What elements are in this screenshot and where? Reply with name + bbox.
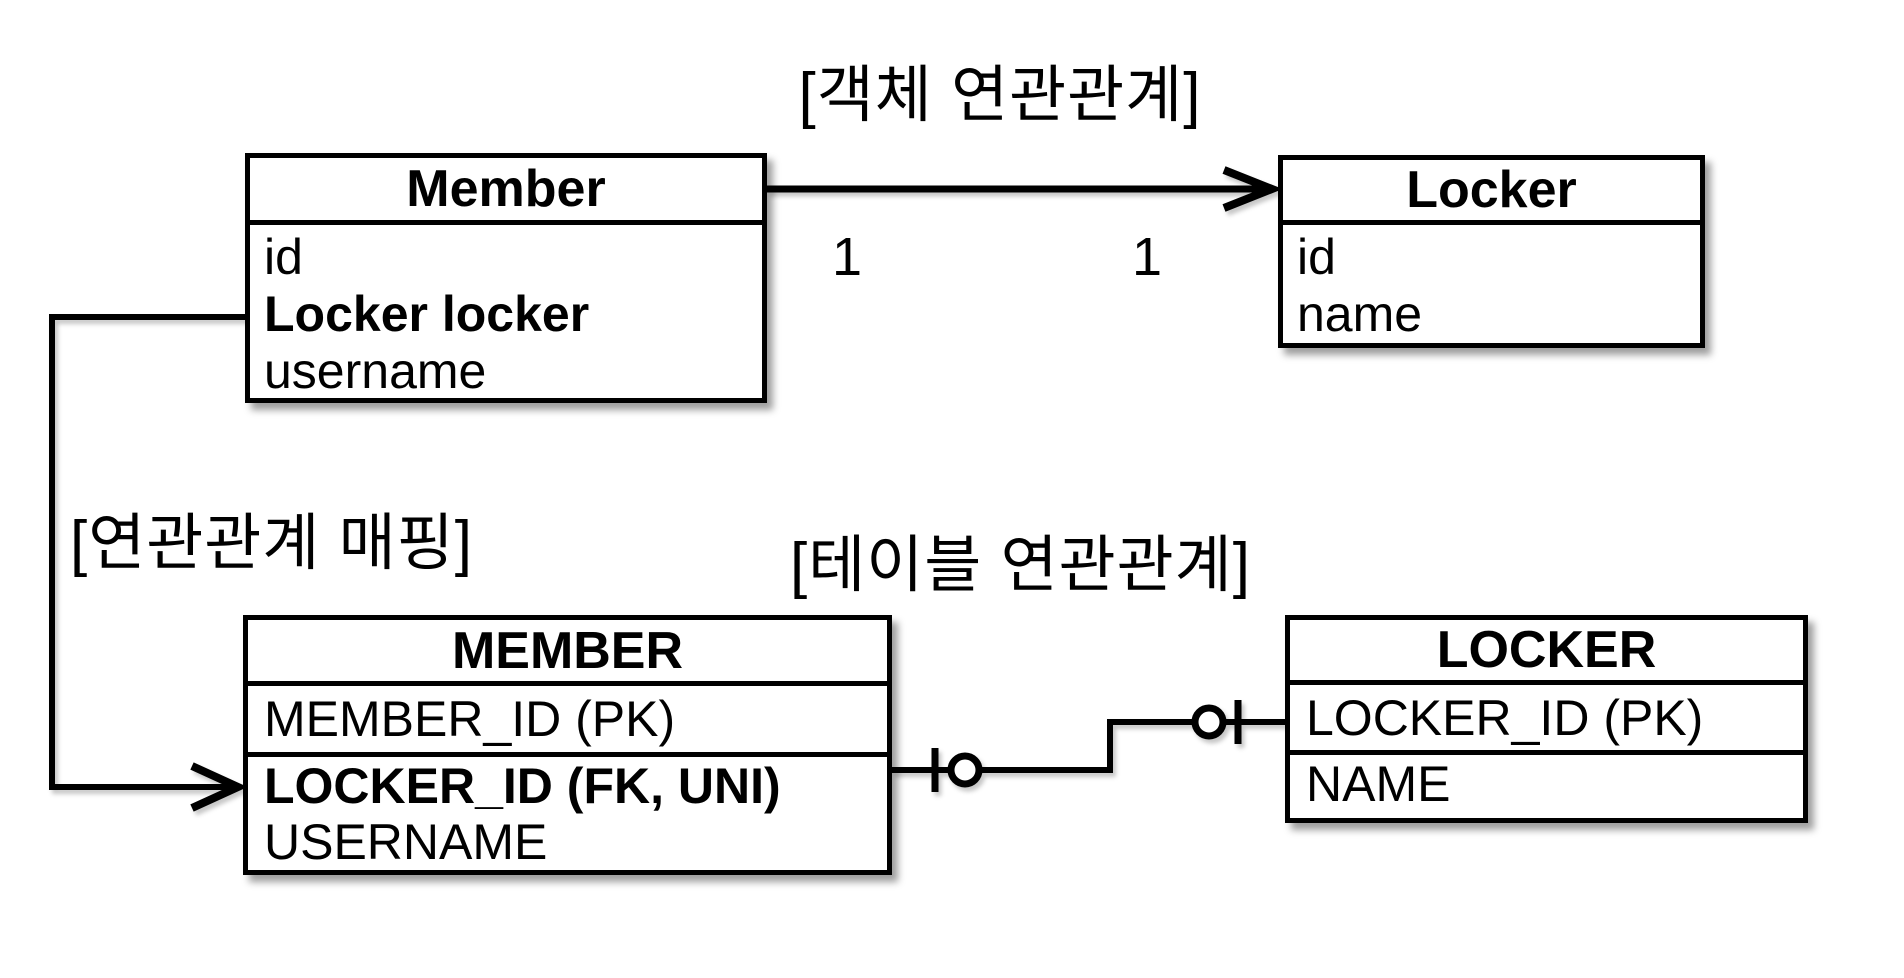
locker-field-id: id [1297, 229, 1336, 285]
association-arrow [767, 166, 1283, 212]
arrow-head-icon [1222, 166, 1283, 212]
locker-class-box: Locker id name [1278, 155, 1705, 348]
locker-field-name: name [1297, 286, 1423, 342]
fk-connector [892, 700, 1285, 792]
arrow-head-icon [190, 762, 248, 812]
object-association-title: [객체 연관관계] [798, 61, 1202, 130]
zero-circle-icon [947, 752, 983, 788]
zero-circle-icon [1191, 704, 1227, 740]
member-column-locker-id: LOCKER_ID (FK, UNI) [264, 758, 781, 814]
mapping-title: [연관관계 매핑] [70, 509, 473, 578]
member-field-id: id [264, 229, 303, 285]
member-field-username: username [264, 343, 487, 399]
member-class-box: Member id Locker locker username [245, 153, 767, 403]
member-table-name: MEMBER [248, 620, 887, 686]
locker-table-name: LOCKER [1290, 620, 1803, 685]
member-table-box: MEMBER MEMBER_ID (PK) LOCKER_ID (FK, UNI… [243, 615, 892, 875]
member-column-username: USERNAME [264, 814, 548, 870]
locker-column-name: NAME [1306, 756, 1451, 812]
member-column-member-id: MEMBER_ID (PK) [248, 686, 887, 757]
multiplicity-source: 1 [832, 227, 863, 287]
multiplicity-target: 1 [1132, 227, 1163, 287]
member-field-locker: Locker locker [264, 286, 590, 342]
table-association-title: [테이블 연관관계] [790, 531, 1251, 600]
locker-class-name: Locker [1283, 160, 1700, 225]
locker-table-box: LOCKER LOCKER_ID (PK) NAME [1285, 615, 1808, 823]
member-class-name: Member [250, 158, 762, 225]
locker-column-locker-id: LOCKER_ID (PK) [1290, 685, 1803, 755]
